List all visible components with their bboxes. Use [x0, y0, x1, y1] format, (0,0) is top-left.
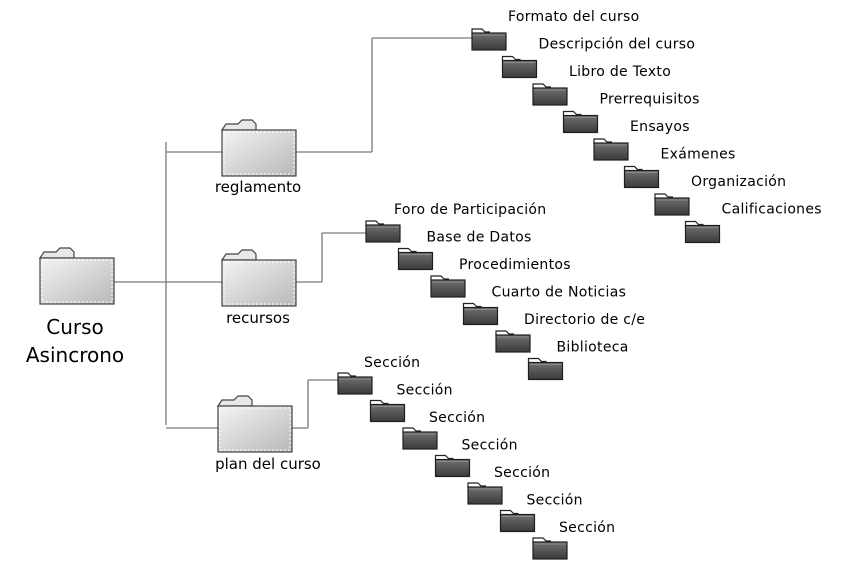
list-item[interactable]: Organización: [654, 174, 786, 216]
branch-node-2[interactable]: plan del curso: [215, 395, 321, 473]
item-label: Sección: [494, 465, 550, 481]
list-item[interactable]: Prerrequisitos: [562, 92, 700, 134]
closed-folder-icon: [501, 55, 538, 79]
list-item[interactable]: Base de Datos: [397, 230, 532, 271]
closed-folder-icon: [562, 110, 599, 134]
item-label: Sección: [527, 493, 583, 509]
root-label-line1: Curso: [46, 315, 104, 339]
item-label: Sección: [364, 355, 420, 371]
list-item[interactable]: Ensayos: [593, 119, 690, 161]
item-label: Sección: [559, 520, 615, 536]
closed-folder-icon: [467, 482, 503, 505]
item-label: Prerrequisitos: [600, 92, 700, 108]
item-label: Sección: [397, 383, 453, 399]
open-folder-icon: [217, 395, 293, 453]
branch-label: plan del curso: [215, 455, 321, 473]
closed-folder-icon: [462, 302, 499, 326]
item-label: Exámenes: [661, 147, 736, 163]
closed-folder-icon: [434, 454, 471, 478]
list-item[interactable]: Directorio de c/e: [495, 312, 645, 353]
closed-folder-icon: [527, 357, 564, 381]
list-item[interactable]: Procedimientos: [430, 257, 571, 298]
item-label: Biblioteca: [557, 340, 629, 356]
item-label: Sección: [462, 438, 518, 454]
closed-folder-icon: [593, 138, 629, 161]
list-item[interactable]: Cuarto de Noticias: [462, 285, 627, 326]
list-item[interactable]: Sección: [369, 383, 453, 423]
closed-folder-icon: [623, 165, 660, 189]
list-item[interactable]: Exámenes: [623, 147, 736, 189]
list-item[interactable]: Sección: [337, 355, 420, 395]
branch-label: reglamento: [215, 178, 301, 196]
list-item[interactable]: Biblioteca: [527, 340, 629, 381]
closed-folder-icon: [684, 220, 721, 244]
list-item[interactable]: Sección: [402, 410, 485, 450]
closed-folder-icon: [397, 247, 434, 271]
closed-folder-icon: [402, 427, 438, 450]
closed-folder-icon: [499, 509, 536, 533]
list-item[interactable]: Sección: [434, 438, 518, 478]
closed-folder-icon: [654, 193, 690, 216]
item-label: Cuarto de Noticias: [492, 285, 627, 301]
item-label: Ensayos: [630, 119, 690, 135]
connector-lines: [110, 37, 472, 429]
closed-folder-icon: [532, 83, 568, 106]
item-label: Foro de Participación: [394, 202, 546, 218]
closed-folder-icon: [471, 28, 507, 51]
item-label: Base de Datos: [427, 230, 532, 246]
list-item[interactable]: Libro de Texto: [532, 64, 671, 106]
item-label: Libro de Texto: [569, 64, 671, 80]
item-label: Calificaciones: [722, 202, 822, 218]
open-folder-icon: [221, 119, 297, 177]
item-label: Formato del curso: [508, 9, 639, 25]
item-label: Procedimientos: [459, 257, 571, 273]
closed-folder-icon: [532, 537, 568, 560]
closed-folder-icon: [369, 399, 406, 423]
open-folder-icon: [221, 249, 297, 307]
list-item[interactable]: Calificaciones: [684, 202, 822, 244]
item-label: Organización: [691, 174, 786, 190]
item-label: Descripción del curso: [539, 37, 696, 53]
branch-node-0[interactable]: reglamento: [215, 119, 301, 196]
list-item[interactable]: Sección: [532, 520, 615, 560]
item-label: Sección: [429, 410, 485, 426]
list-item[interactable]: Descripción del curso: [501, 37, 696, 79]
closed-folder-icon: [337, 372, 373, 395]
branch-node-1[interactable]: recursos: [221, 249, 297, 327]
root-label-line2: Asincrono: [26, 343, 124, 367]
closed-folder-icon: [365, 220, 401, 243]
list-item[interactable]: Sección: [467, 465, 550, 505]
list-item[interactable]: Sección: [499, 493, 583, 533]
list-item[interactable]: Formato del curso: [471, 9, 639, 51]
closed-folder-icon: [495, 330, 531, 353]
branch-label: recursos: [226, 309, 290, 327]
closed-folder-icon: [430, 275, 466, 298]
open-folder-icon: [39, 247, 115, 305]
item-label: Directorio de c/e: [524, 312, 645, 328]
list-item[interactable]: Foro de Participación: [365, 202, 546, 243]
